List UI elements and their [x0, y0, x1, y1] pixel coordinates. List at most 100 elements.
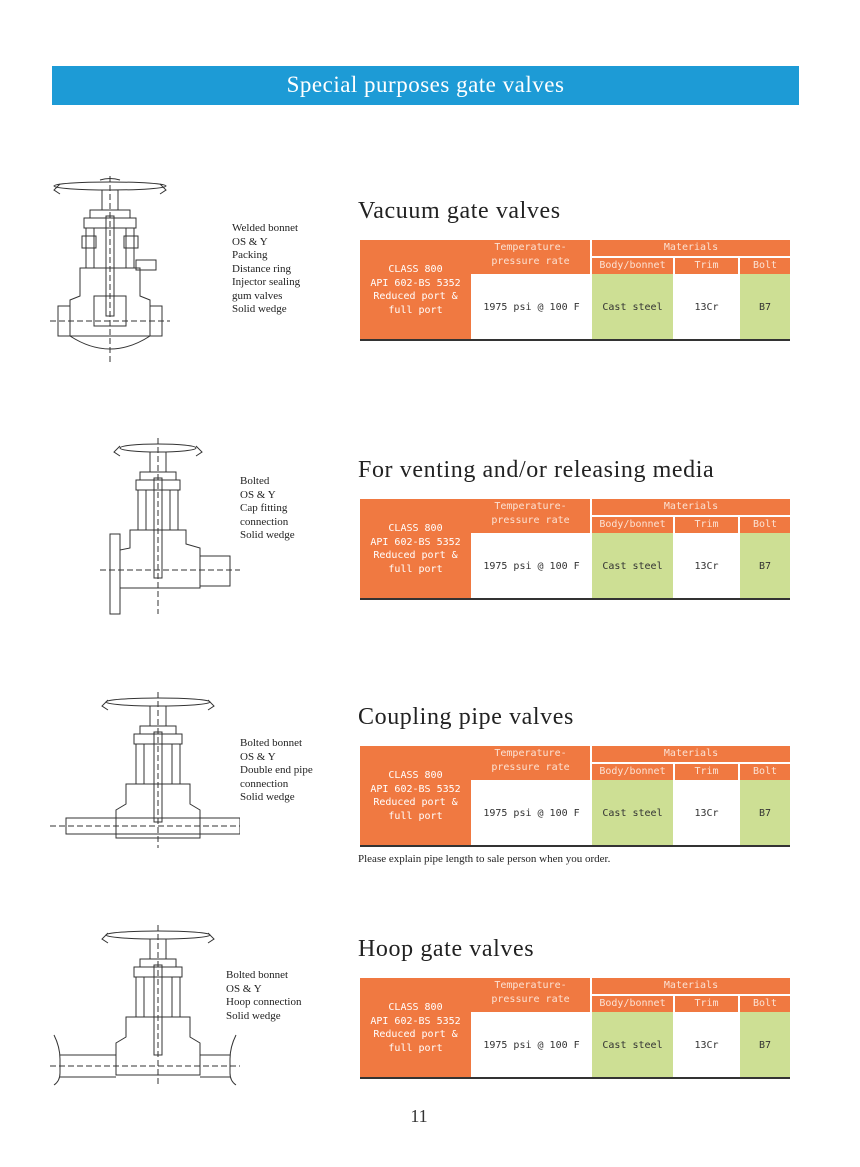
desc-line: Bolted bonnet [240, 737, 303, 749]
bolt-value: B7 [740, 274, 790, 340]
body-bonnet-header: Body/bonnet [592, 764, 673, 780]
class-line: full port [388, 563, 443, 575]
table-rule [360, 845, 790, 847]
desc-line: connection [240, 515, 289, 528]
class-line: API 602-BS 5352 [370, 536, 461, 548]
body-value: Cast steel [592, 780, 673, 846]
desc-line: Hoop connection [226, 996, 302, 1008]
temp-header-line: Temperature- [494, 980, 567, 991]
desc-line: Solid wedge [240, 791, 295, 803]
class-line: CLASS 800 [388, 264, 443, 275]
trim-value: 13Cr [694, 301, 719, 313]
valve-description: Bolted OS & Y Cap fitting connection Sol… [240, 475, 295, 543]
temp-header: Temperature- pressure rate [471, 746, 590, 780]
trim-header: Trim [675, 996, 738, 1012]
temp-header-line: Temperature- [494, 748, 567, 759]
trim-header: Trim [675, 258, 738, 274]
class-line: CLASS 800 [388, 770, 443, 781]
bolt-header: Bolt [740, 258, 790, 274]
bolt-header: Bolt [740, 517, 790, 533]
bolt-value: B7 [740, 533, 790, 599]
temp-value: 1975 psi @ 100 F [483, 301, 580, 313]
valve-description: Welded bonnet OS & Y Packing Distance ri… [232, 222, 300, 317]
class-line: Reduced port & [373, 291, 458, 302]
spec-table: CLASS 800 API 602-BS 5352 Reduced port &… [360, 499, 790, 600]
class-cell: CLASS 800 API 602-BS 5352 Reduced port &… [360, 746, 471, 846]
class-line: API 602-BS 5352 [370, 277, 461, 289]
desc-line: Solid wedge [240, 529, 295, 541]
temp-header-line: Temperature- [494, 501, 567, 512]
table-rule [360, 598, 790, 600]
valve-drawing-double-end-pipe [50, 692, 240, 852]
materials-header: Materials [592, 978, 790, 994]
temp-header: Temperature- pressure rate [471, 978, 590, 1012]
temp-header-line: Temperature- [494, 242, 567, 253]
desc-line: OS & Y [240, 488, 276, 501]
materials-header: Materials [592, 499, 790, 515]
spec-table: CLASS 800 API 602-BS 5352 Reduced port &… [360, 240, 790, 341]
class-cell: CLASS 800 API 602-BS 5352 Reduced port &… [360, 499, 471, 599]
temp-value: 1975 psi @ 100 F [483, 1039, 580, 1051]
section-title: Hoop gate valves [358, 936, 535, 962]
temp-header-line: pressure rate [491, 255, 570, 267]
body-bonnet-header: Body/bonnet [592, 517, 673, 533]
temp-header: Temperature- pressure rate [471, 240, 590, 274]
body-value: Cast steel [592, 533, 673, 599]
desc-line: OS & Y [226, 982, 262, 995]
table-rule [360, 1077, 790, 1079]
order-note: Please explain pipe length to sale perso… [358, 853, 611, 865]
temp-header-line: pressure rate [491, 514, 570, 526]
valve-description: Bolted bonnet OS & Y Double end pipe con… [240, 737, 313, 805]
bolt-header: Bolt [740, 996, 790, 1012]
materials-header: Materials [592, 746, 790, 762]
class-cell: CLASS 800 API 602-BS 5352 Reduced port &… [360, 978, 471, 1078]
desc-line: Double end pipe [240, 764, 313, 776]
table-rule [360, 339, 790, 341]
class-line: full port [388, 810, 443, 822]
body-bonnet-header: Body/bonnet [592, 258, 673, 274]
desc-line: connection [240, 777, 289, 790]
class-line: Reduced port & [373, 797, 458, 808]
body-value: Cast steel [592, 274, 673, 340]
desc-line: Bolted [240, 475, 270, 487]
trim-value: 13Cr [694, 560, 719, 572]
class-line: API 602-BS 5352 [370, 1015, 461, 1027]
valve-description: Bolted bonnet OS & Y Hoop connection Sol… [226, 969, 301, 1023]
temp-value: 1975 psi @ 100 F [483, 560, 580, 572]
trim-header: Trim [675, 764, 738, 780]
trim-header: Trim [675, 517, 738, 533]
class-line: CLASS 800 [388, 523, 443, 534]
desc-line: Distance ring [232, 262, 291, 275]
bolt-value: B7 [740, 780, 790, 846]
valve-drawing-cap-fitting [50, 438, 240, 618]
desc-line: OS & Y [240, 750, 276, 763]
trim-value: 13Cr [694, 1039, 719, 1051]
desc-line: Welded bonnet [232, 222, 299, 234]
spec-table: CLASS 800 API 602-BS 5352 Reduced port &… [360, 746, 790, 847]
temp-header-line: pressure rate [491, 993, 570, 1005]
desc-line: Solid wedge [232, 303, 287, 315]
page-title: Special purposes gate valves [286, 72, 565, 97]
desc-line: Packing [232, 249, 268, 261]
bolt-header: Bolt [740, 764, 790, 780]
class-line: Reduced port & [373, 550, 458, 561]
temp-header-line: pressure rate [491, 761, 570, 773]
desc-line: Injector sealing [232, 276, 301, 288]
spec-table: CLASS 800 API 602-BS 5352 Reduced port &… [360, 978, 790, 1079]
class-cell: CLASS 800 API 602-BS 5352 Reduced port &… [360, 240, 471, 340]
desc-line: gum valves [232, 289, 283, 302]
desc-line: Solid wedge [226, 1009, 281, 1022]
body-value: Cast steel [592, 1012, 673, 1078]
desc-line: Bolted bonnet [226, 969, 289, 981]
class-line: CLASS 800 [388, 1002, 443, 1013]
valve-drawing-welded-bonnet [50, 176, 240, 366]
class-line: full port [388, 1042, 443, 1054]
class-line: full port [388, 304, 443, 316]
class-line: Reduced port & [373, 1029, 458, 1040]
bolt-value: B7 [740, 1012, 790, 1078]
header-bar: Special purposes gate valves [52, 66, 799, 105]
body-bonnet-header: Body/bonnet [592, 996, 673, 1012]
page-number: 11 [410, 1106, 428, 1126]
desc-line: Cap fitting [240, 502, 288, 514]
trim-value: 13Cr [694, 807, 719, 819]
